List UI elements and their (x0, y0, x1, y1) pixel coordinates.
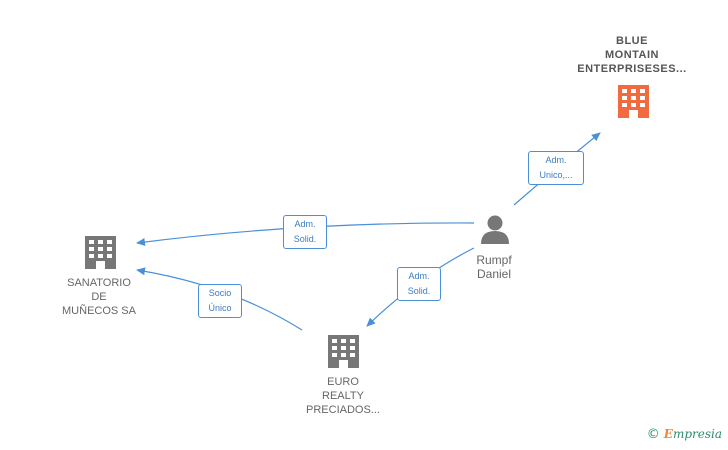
label-line: SANATORIO (67, 277, 131, 289)
edge-label-line: Adm. (294, 219, 316, 229)
building-icon-sanatorio[interactable] (85, 236, 116, 269)
edge-label-line: Único (208, 303, 232, 313)
copyright-symbol: © (646, 427, 660, 442)
label-line: EURO (327, 376, 359, 388)
edge-label-rumpf-to-blue[interactable]: Adm. Unico,... (528, 151, 584, 185)
label-line: MUÑECOS SA (62, 305, 136, 317)
edge-label-line: Solid. (407, 286, 431, 296)
label-line: ENTERPRISESES... (577, 63, 687, 75)
label-line: DE (91, 291, 107, 303)
label-line: MONTAIN (604, 49, 659, 61)
node-label-blue-montain[interactable]: BLUE MONTAIN ENTERPRISESES... (560, 34, 704, 76)
label-line: PRECIADOS... (306, 404, 380, 416)
empresia-logo: ©Empresia (647, 427, 722, 442)
building-icon-blue-montain[interactable] (618, 85, 649, 118)
edge-label-rumpf-to-euro[interactable]: Adm. Solid. (397, 267, 441, 301)
person-icon-rumpf[interactable] (481, 215, 509, 245)
edge-label-euro-to-sanatorio[interactable]: Socio Único (198, 284, 242, 318)
node-label-rumpf[interactable]: Rumpf Daniel (462, 253, 526, 281)
node-label-sanatorio[interactable]: SANATORIO DE MUÑECOS SA (47, 276, 151, 318)
edge-label-line: Adm. (408, 271, 430, 281)
edge-label-line: Unico,... (539, 170, 573, 180)
label-line: Daniel (476, 267, 512, 281)
brand-initial: E (663, 427, 673, 441)
edge-label-line: Solid. (293, 234, 317, 244)
edge-label-line: Adm. (545, 155, 567, 165)
label-line: Rumpf (476, 253, 512, 267)
node-label-euro-realty[interactable]: EURO REALTY PRECIADOS... (291, 375, 395, 417)
edge-label-line: Socio (208, 288, 232, 298)
label-line: BLUE (616, 35, 648, 47)
building-icon-euro-realty[interactable] (328, 335, 359, 368)
edge-label-rumpf-to-sanatorio[interactable]: Adm. Solid. (283, 215, 327, 249)
label-line: REALTY (322, 390, 364, 402)
brand-name-rest: mpresia (672, 427, 722, 441)
